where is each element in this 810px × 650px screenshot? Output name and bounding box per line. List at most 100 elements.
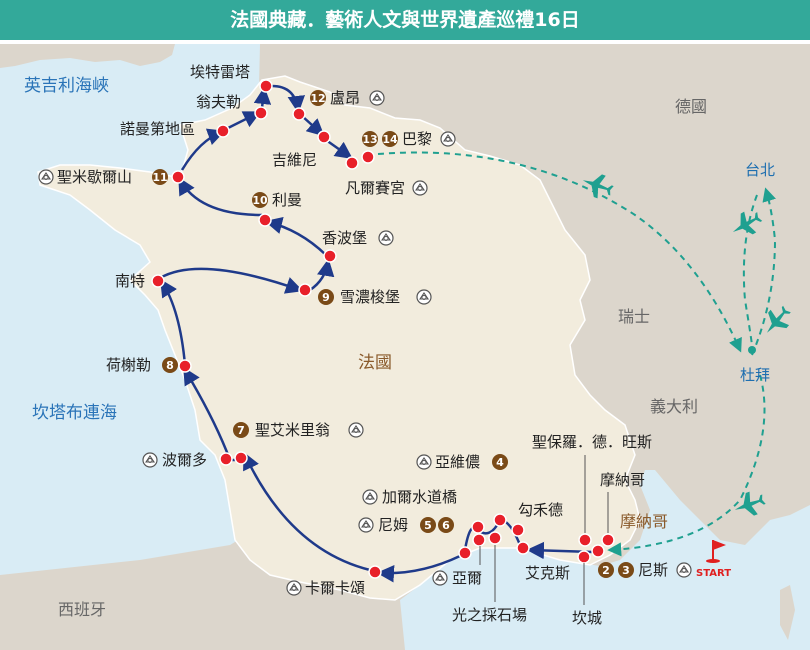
stop-label: 翁夫勒 (196, 93, 241, 111)
stop-marker-giverny[interactable] (317, 130, 331, 144)
stop-marker-rennes[interactable] (258, 213, 272, 227)
heritage-icon (416, 454, 432, 470)
svg-text:7: 7 (237, 424, 245, 437)
stop-marker-etretat[interactable] (259, 79, 273, 93)
stop-marker-cannes[interactable] (577, 550, 591, 564)
stop-label: 卡爾卡頌 (305, 579, 365, 597)
day-badge: 13 (362, 131, 378, 147)
heritage-icon (286, 580, 302, 596)
heritage-icon (358, 517, 374, 533)
heritage-icon (38, 169, 54, 185)
stop-label: 聖艾米里翁 (255, 421, 330, 439)
start-flag-icon (706, 540, 726, 563)
stop-label: 坎城 (572, 609, 602, 627)
map: 英吉利海峽 坎塔布連海 德國 瑞士 義大利 西班牙 法國 摩納哥 台北 杜拜 (0, 44, 810, 650)
stop-label: 勾禾德 (518, 501, 563, 519)
svg-text:6: 6 (442, 519, 450, 532)
flight-path-outbound (366, 151, 742, 353)
switzerland-label: 瑞士 (618, 307, 650, 326)
stop-label: 盧昂 (330, 89, 360, 107)
stop-label: 艾克斯 (525, 564, 570, 582)
stop-label: 雪濃梭堡 (340, 288, 400, 306)
stop-marker-gordes[interactable] (511, 523, 525, 537)
day-badge: 2 (598, 562, 614, 578)
heritage-icon (416, 289, 432, 305)
heritage-icon (142, 452, 158, 468)
stop-marker-nice[interactable] (591, 544, 605, 558)
stop-marker-nimes[interactable] (458, 546, 472, 560)
stop-marker-paris[interactable] (361, 150, 375, 164)
stop-marker-arles[interactable] (472, 533, 486, 547)
stop-label: 聖保羅．德．旺斯 (532, 433, 652, 451)
route-markers (151, 79, 615, 579)
stop-label: 光之採石場 (452, 606, 527, 624)
stop-marker-baux[interactable] (488, 531, 502, 545)
stop-marker-carcassonne[interactable] (368, 565, 382, 579)
day-badge: 10 (252, 192, 268, 208)
stop-marker-nantes[interactable] (151, 274, 165, 288)
flight-path-taipei-dubai (742, 194, 758, 346)
heritage-icon (348, 422, 364, 438)
title-bar: 法國典藏．藝術人文與世界遺產巡禮16日 (0, 0, 810, 44)
day-badge: 12 (310, 90, 326, 106)
heritage-icon (378, 230, 394, 246)
stop-marker-la-rochelle[interactable] (178, 359, 192, 373)
stop-marker-chenonceau[interactable] (298, 283, 312, 297)
svg-text:8: 8 (166, 359, 174, 372)
taipei-label: 台北 (745, 161, 775, 179)
dubai-marker (748, 346, 756, 354)
france-land (37, 75, 641, 601)
stop-label: 亞維儂 (435, 453, 480, 471)
day-badge: 14 (382, 131, 398, 147)
svg-text:5: 5 (424, 519, 432, 532)
heritage-icon (362, 489, 378, 505)
stop-marker-monaco[interactable] (601, 533, 615, 547)
day-badge: 3 (618, 562, 634, 578)
flight-path-return (607, 374, 766, 557)
svg-text:9: 9 (322, 291, 330, 304)
svg-text:12: 12 (310, 92, 325, 105)
stop-label: 亞爾 (452, 569, 482, 587)
stop-marker-avignon[interactable] (493, 513, 507, 527)
day-badge: 4 (492, 454, 508, 470)
day-badge: 9 (318, 289, 334, 305)
svg-text:2: 2 (602, 564, 610, 577)
stop-marker-mont-st-michel[interactable] (171, 170, 185, 184)
stop-label: 利曼 (272, 191, 302, 209)
bay-of-biscay-label: 坎塔布連海 (32, 403, 117, 423)
stop-marker-bordeaux[interactable] (219, 452, 233, 466)
stop-marker-versailles[interactable] (345, 156, 359, 170)
english-channel-label: 英吉利海峽 (24, 76, 109, 96)
start-label: START (696, 568, 731, 579)
stop-label: 聖米歇爾山 (57, 168, 132, 186)
stop-label: 吉維尼 (272, 151, 317, 169)
day-badge: 11 (152, 169, 168, 185)
day-badge: 8 (162, 357, 178, 373)
svg-text:3: 3 (622, 564, 630, 577)
stop-label: 南特 (115, 272, 145, 290)
heritage-icon (676, 562, 692, 578)
stop-marker-rouen[interactable] (292, 107, 306, 121)
stop-marker-normandy[interactable] (216, 124, 230, 138)
stop-marker-st-emilion[interactable] (234, 451, 248, 465)
france-label: 法國 (358, 353, 392, 373)
stop-label: 尼斯 (638, 561, 668, 579)
heritage-icon (369, 90, 385, 106)
stop-marker-chambord[interactable] (323, 249, 337, 263)
monaco-country-label: 摩納哥 (620, 512, 668, 531)
stop-label: 摩納哥 (600, 471, 645, 489)
svg-text:11: 11 (152, 171, 167, 184)
spain-label: 西班牙 (58, 600, 106, 619)
flight-path-dubai-taipei (751, 187, 777, 356)
stop-label: 諾曼第地區 (120, 120, 195, 138)
svg-text:4: 4 (496, 456, 504, 469)
heritage-icon (432, 570, 448, 586)
svg-text:13: 13 (362, 133, 377, 146)
stop-marker-st-paul[interactable] (578, 533, 592, 547)
dubai-label: 杜拜 (740, 366, 770, 384)
stop-marker-honfleur[interactable] (254, 106, 268, 120)
stop-marker-aix[interactable] (516, 541, 530, 555)
stop-label: 加爾水道橋 (382, 488, 457, 506)
stop-label: 埃特雷塔 (190, 63, 250, 81)
stop-marker-pont-du-gard[interactable] (471, 520, 485, 534)
